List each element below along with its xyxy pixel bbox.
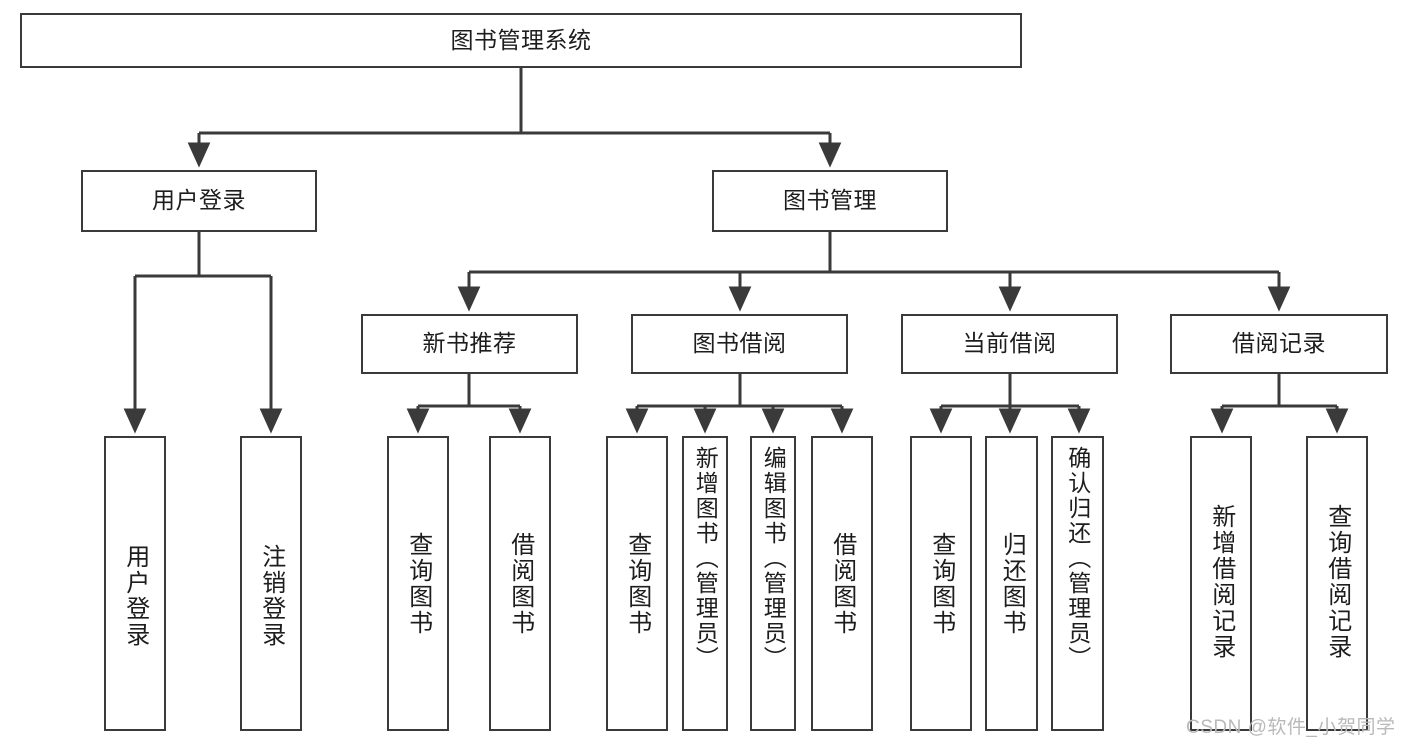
node-leaf-query-book-current[interactable]: 查询图书 xyxy=(910,436,972,731)
node-new-book-recommend[interactable]: 新书推荐 xyxy=(361,314,578,374)
node-root-book-management-system[interactable]: 图书管理系统 xyxy=(20,13,1022,68)
node-label: 注销登录 xyxy=(257,544,285,648)
node-user-login[interactable]: 用户登录 xyxy=(81,170,317,232)
node-label: 新增借阅记录 xyxy=(1207,504,1235,660)
node-leaf-logout[interactable]: 注销登录 xyxy=(240,436,302,731)
node-leaf-query-book-recommend[interactable]: 查询图书 xyxy=(387,436,449,731)
node-borrow-record[interactable]: 借阅记录 xyxy=(1170,314,1388,374)
node-label: 新增图书（管理员） xyxy=(692,446,719,671)
node-leaf-user-login[interactable]: 用户登录 xyxy=(104,436,166,731)
node-label: 图书管理系统 xyxy=(450,26,592,53)
node-book-management[interactable]: 图书管理 xyxy=(712,170,948,232)
node-leaf-add-borrow-record[interactable]: 新增借阅记录 xyxy=(1190,436,1252,731)
node-leaf-query-book-borrow[interactable]: 查询图书 xyxy=(606,436,668,731)
node-label: 查询借阅记录 xyxy=(1323,504,1351,660)
node-label: 当前借阅 xyxy=(962,330,1057,357)
node-leaf-query-borrow-record[interactable]: 查询借阅记录 xyxy=(1306,436,1368,731)
node-leaf-edit-book-admin[interactable]: 编辑图书（管理员） xyxy=(750,436,796,731)
node-label: 新书推荐 xyxy=(422,330,517,357)
node-label: 图书管理 xyxy=(783,187,877,214)
node-leaf-add-book-admin[interactable]: 新增图书（管理员） xyxy=(682,436,728,731)
node-label: 归还图书 xyxy=(998,532,1026,636)
node-label: 确认归还（管理员） xyxy=(1064,446,1091,671)
node-label: 查询图书 xyxy=(404,532,432,636)
node-label: 用户登录 xyxy=(121,544,149,648)
node-label: 借阅记录 xyxy=(1232,330,1326,357)
node-label: 用户登录 xyxy=(152,187,246,214)
node-label: 查询图书 xyxy=(927,532,955,636)
node-leaf-return-book[interactable]: 归还图书 xyxy=(985,436,1038,731)
node-label: 借阅图书 xyxy=(506,532,534,636)
node-leaf-confirm-return-admin[interactable]: 确认归还（管理员） xyxy=(1051,436,1104,731)
node-current-borrow[interactable]: 当前借阅 xyxy=(901,314,1118,374)
node-label: 图书借阅 xyxy=(692,330,787,357)
node-label: 编辑图书（管理员） xyxy=(760,446,787,671)
node-book-borrow[interactable]: 图书借阅 xyxy=(631,314,848,374)
node-label: 借阅图书 xyxy=(828,532,856,636)
node-leaf-borrow-book-recommend[interactable]: 借阅图书 xyxy=(489,436,551,731)
csdn-watermark: CSDN @软件_小贺同学 xyxy=(1186,717,1396,738)
node-label: 查询图书 xyxy=(623,532,651,636)
node-leaf-borrow-book[interactable]: 借阅图书 xyxy=(811,436,873,731)
